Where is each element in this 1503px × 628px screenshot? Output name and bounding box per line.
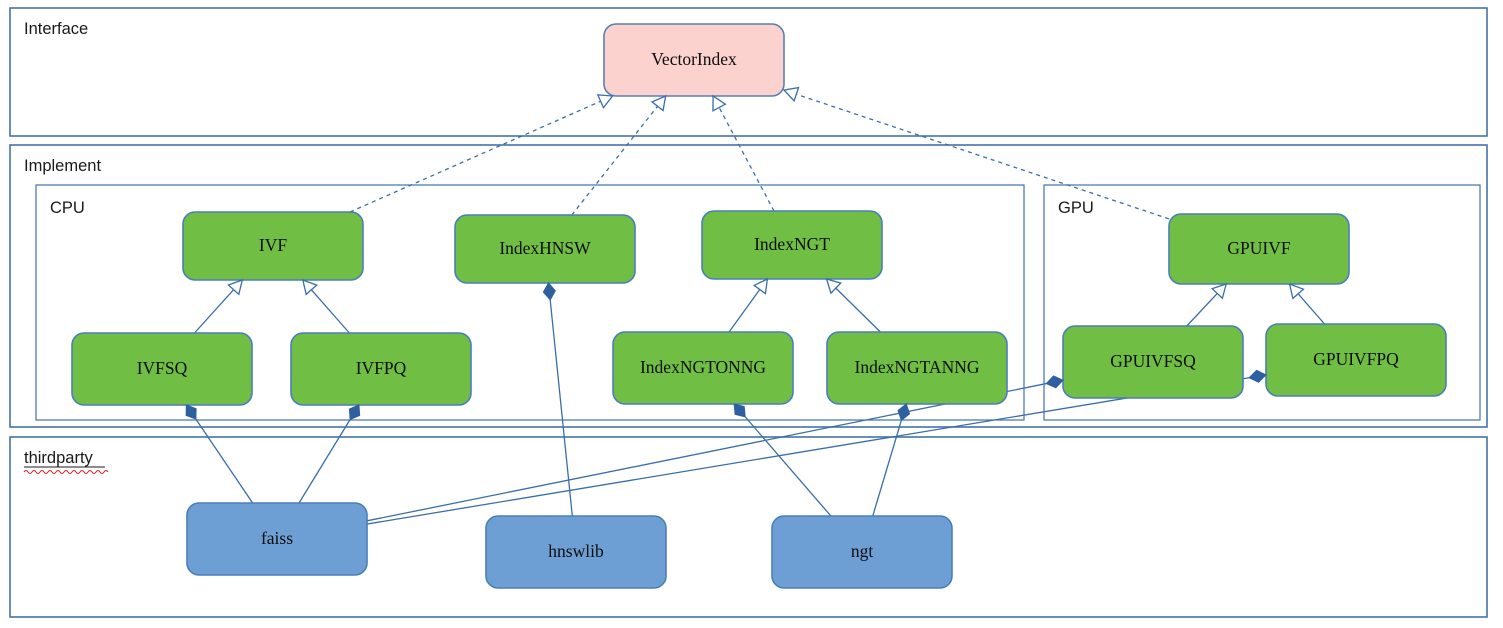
class-node-gpuivf[interactable]: GPUIVF: [1168, 213, 1350, 285]
node-label-ivfpq: IVFPQ: [356, 358, 407, 378]
edge-faiss-to-ivfpq: [298, 419, 351, 504]
class-node-ivf[interactable]: IVF: [182, 211, 364, 281]
class-node-gpuivfsq[interactable]: GPUIVFSQ: [1062, 325, 1244, 399]
package-label-thirdparty: thirdparty: [24, 449, 94, 467]
subpackage-label-gpu: GPU: [1058, 199, 1094, 217]
edge-ivfsq-to-ivf: [194, 289, 235, 334]
node-box[interactable]: [771, 515, 953, 589]
edge-gpuivf-to-vectorindex: [796, 93, 1170, 220]
node-label-indexhnsw: IndexHNSW: [499, 238, 591, 258]
composition-diamond: [1248, 369, 1267, 383]
edge-ivf-to-vectorindex: [349, 100, 601, 213]
node-box[interactable]: [290, 332, 472, 406]
node-box[interactable]: [71, 332, 253, 406]
realization-arrowhead: [650, 94, 667, 112]
composition-diamond: [542, 282, 556, 301]
edge-faiss-to-ivfsq: [195, 418, 254, 504]
inheritance-arrowhead: [825, 278, 842, 295]
class-node-ivfsq[interactable]: IVFSQ: [71, 332, 253, 406]
package-label-interface: Interface: [24, 20, 88, 38]
realization-arrowhead: [596, 94, 614, 109]
class-node-vectorindex[interactable]: VectorIndex: [603, 23, 785, 97]
node-label-indexngtanng: IndexNGTANNG: [855, 357, 980, 377]
subpackage-gpu: GPU: [1043, 184, 1481, 421]
node-label-vectorindex: VectorIndex: [651, 49, 737, 69]
edge-ngt-to-indexngtanng: [872, 420, 902, 517]
node-box[interactable]: [1265, 323, 1447, 397]
spellcheck-underline: [23, 469, 109, 475]
edge-indexngtonng-to-indexngt: [728, 289, 761, 333]
node-label-ngt: ngt: [851, 541, 874, 561]
class-node-ivfpq[interactable]: IVFPQ: [290, 332, 472, 406]
node-box[interactable]: [1062, 325, 1244, 399]
inheritance-arrowhead: [1210, 283, 1228, 300]
composition-diamond: [897, 403, 911, 422]
edge-ivfpq-to-ivf: [310, 289, 350, 334]
subpackage-containers: CPU GPU: [35, 184, 1481, 421]
node-box[interactable]: [701, 210, 883, 280]
relationship-edges: [194, 93, 1326, 525]
realization-arrowhead: [712, 94, 727, 112]
node-label-gpuivf: GPUIVF: [1227, 238, 1290, 258]
edge-ngt-to-indexngtonng: [744, 416, 832, 517]
edge-indexngt-to-vectorindex: [718, 107, 775, 212]
edge-gpuivfsq-to-gpuivf: [1186, 293, 1218, 327]
node-box[interactable]: [603, 23, 785, 97]
node-box[interactable]: [1168, 213, 1350, 285]
class-node-faiss[interactable]: faiss: [186, 502, 368, 576]
node-label-gpuivfpq: GPUIVFPQ: [1313, 349, 1399, 369]
composition-diamond: [1045, 375, 1064, 389]
inheritance-arrowhead: [227, 278, 244, 296]
edge-markers: [185, 86, 1305, 422]
composition-diamond: [348, 404, 361, 421]
inheritance-arrowhead: [301, 278, 318, 296]
inheritance-arrowhead: [1288, 282, 1305, 300]
edge-hnswlib-to-indexhnsw: [549, 299, 573, 517]
subpackage-cpu: CPU: [35, 184, 1025, 421]
node-box[interactable]: [612, 331, 794, 405]
class-node-indexngtanng[interactable]: IndexNGTANNG: [826, 331, 1008, 405]
node-box[interactable]: [485, 515, 667, 589]
class-node-indexngt[interactable]: IndexNGT: [701, 210, 883, 280]
edge-faiss-to-gpuivfsq: [366, 382, 1047, 522]
class-node-hnswlib[interactable]: hnswlib: [485, 515, 667, 589]
class-node-indexhnsw[interactable]: IndexHNSW: [454, 214, 636, 284]
edge-gpuivfpq-to-gpuivf: [1297, 293, 1326, 325]
edge-faiss-to-gpuivfpq: [366, 377, 1250, 525]
node-label-gpuivfsq: GPUIVFSQ: [1110, 351, 1196, 371]
inheritance-arrowhead: [752, 277, 769, 295]
node-box[interactable]: [826, 331, 1008, 405]
node-label-indexngt: IndexNGT: [754, 234, 830, 254]
realization-arrowhead: [782, 86, 800, 103]
composition-diamond: [733, 403, 746, 418]
edge-indexngtanng-to-indexngt: [835, 287, 881, 333]
node-label-ivfsq: IVFSQ: [137, 358, 188, 378]
subpackage-label-cpu: CPU: [50, 199, 85, 217]
class-node-gpuivfpq[interactable]: GPUIVFPQ: [1265, 323, 1447, 397]
class-node-ngt[interactable]: ngt: [771, 515, 953, 589]
node-label-faiss: faiss: [261, 528, 293, 548]
class-node-indexngtonng[interactable]: IndexNGTONNG: [612, 331, 794, 405]
node-label-ivf: IVF: [259, 235, 287, 255]
node-label-indexngtonng: IndexNGTONNG: [640, 357, 766, 377]
node-box[interactable]: [182, 211, 364, 281]
composition-diamond: [185, 404, 197, 420]
edge-indexhnsw-to-vectorindex: [571, 105, 659, 216]
node-label-hnswlib: hnswlib: [548, 541, 604, 561]
node-box[interactable]: [186, 502, 368, 576]
node-box[interactable]: [454, 214, 636, 284]
package-label-implement: Implement: [24, 157, 101, 175]
